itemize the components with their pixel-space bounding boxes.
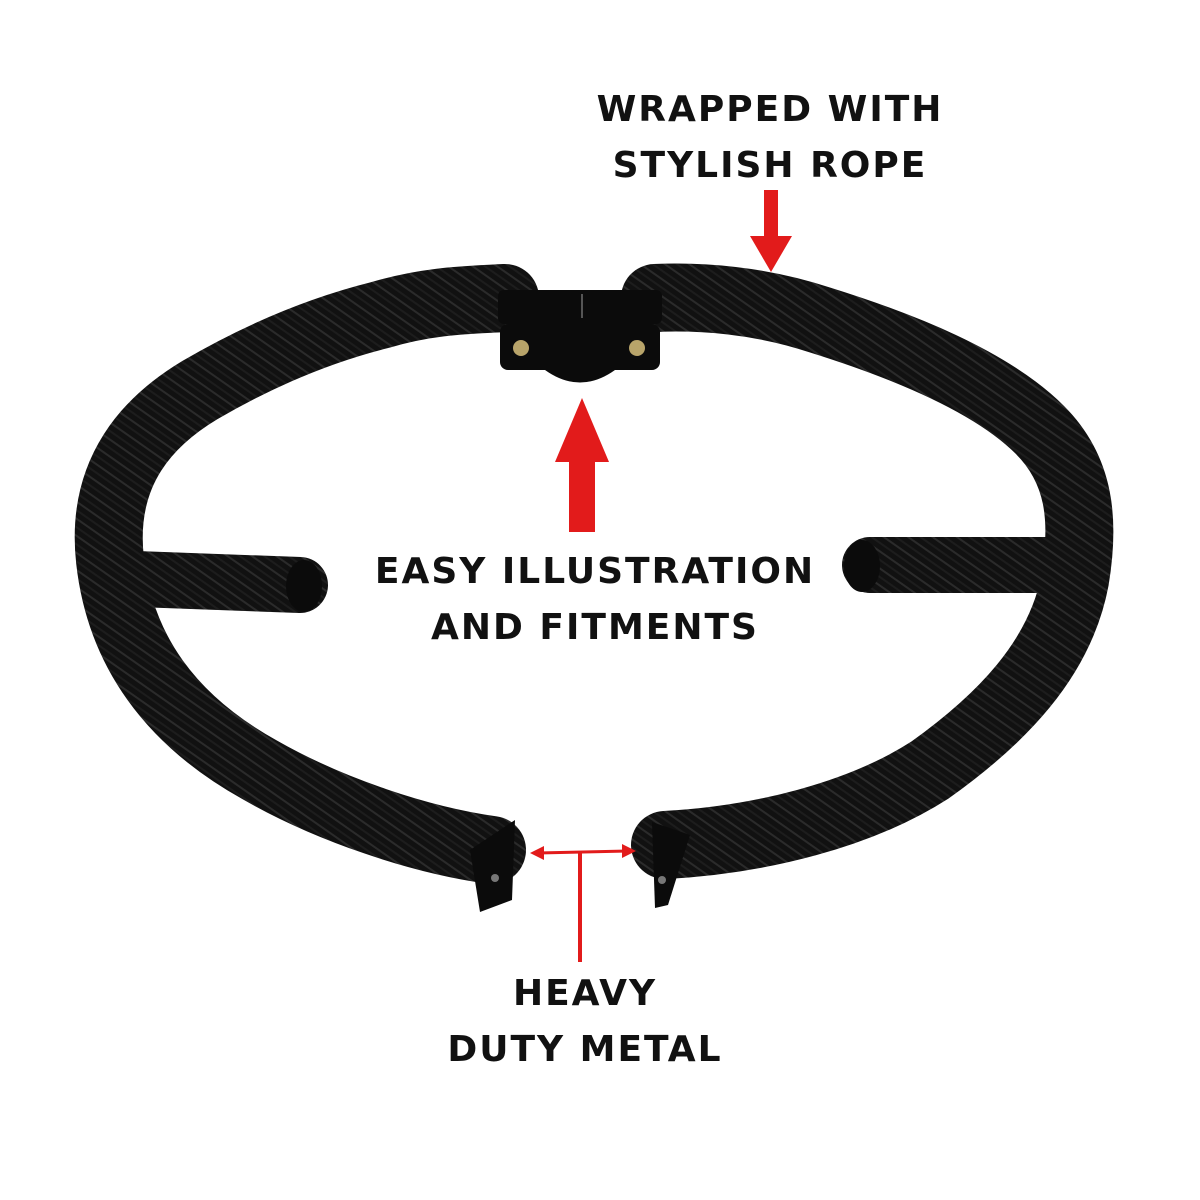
up-arrow-icon bbox=[555, 398, 609, 532]
left-stub-arm bbox=[82, 550, 328, 613]
fitment-caption-line1: EASY ILLUSTRATION bbox=[374, 551, 816, 592]
double-headed-arrow-icon bbox=[530, 844, 636, 962]
rope-wrapped-tube bbox=[74, 263, 1114, 884]
crash-guard-bar bbox=[74, 263, 1114, 912]
metal-caption: HEAVY DUTY METAL bbox=[400, 966, 770, 1078]
down-arrow-icon bbox=[750, 190, 792, 272]
center-clamp bbox=[498, 290, 662, 383]
rope-caption-line2: STYLISH ROPE bbox=[612, 145, 928, 186]
left-bolt bbox=[513, 340, 529, 356]
metal-caption-line1: HEAVY bbox=[512, 973, 658, 1014]
fitment-caption: EASY ILLUSTRATION AND FITMENTS bbox=[330, 544, 860, 656]
right-end-cap bbox=[844, 540, 880, 592]
rope-caption: WRAPPED WITH STYLISH ROPE bbox=[560, 82, 980, 194]
right-bolt bbox=[629, 340, 645, 356]
left-mounting-bracket bbox=[470, 820, 515, 912]
fitment-caption-line2: AND FITMENTS bbox=[431, 607, 759, 648]
metal-caption-line2: DUTY METAL bbox=[447, 1029, 723, 1070]
left-end-cap bbox=[286, 560, 322, 612]
right-mounting-bracket bbox=[652, 822, 690, 908]
rope-caption-line1: WRAPPED WITH bbox=[596, 89, 944, 130]
